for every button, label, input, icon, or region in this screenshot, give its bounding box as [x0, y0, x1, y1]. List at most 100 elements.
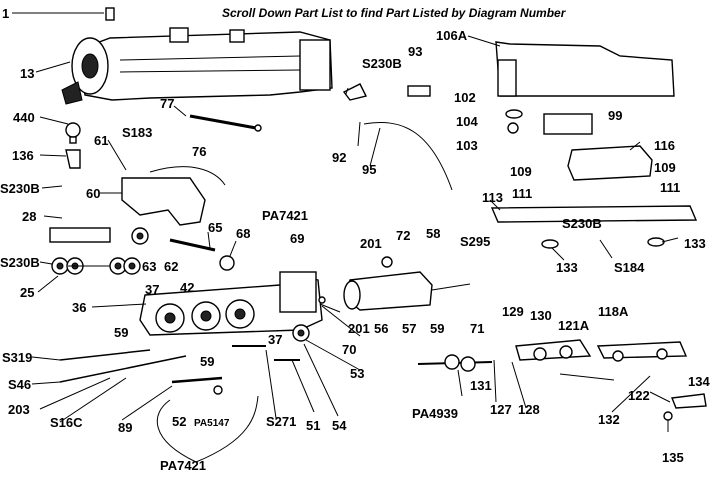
- label-89: 89: [118, 420, 132, 435]
- label-104: 104: [456, 114, 478, 129]
- label-109-1: 109: [510, 164, 532, 179]
- label-135: 135: [662, 450, 684, 465]
- label-s230b-2: S230B: [0, 255, 40, 270]
- part-89-link: [171, 376, 223, 384]
- part-121a-truck: [515, 339, 592, 361]
- label-106a: 106A: [436, 28, 468, 43]
- label-113: 113: [482, 190, 503, 205]
- part-106a-tender-shell: [495, 41, 675, 97]
- label-62: 62: [164, 259, 178, 274]
- label-111-1: 111: [512, 186, 532, 201]
- label-68: 68: [236, 226, 250, 241]
- part-92-plate: [342, 83, 368, 101]
- part-25-wheels: [51, 257, 141, 275]
- label-52: 52: [172, 414, 186, 429]
- label-59-1: 59: [114, 325, 128, 340]
- label-37-1: 37: [145, 282, 159, 297]
- label-134: 134: [688, 374, 710, 389]
- label-s295: S295: [460, 234, 490, 249]
- part-28-assembly: [49, 227, 111, 243]
- part-118a-truck: [596, 341, 688, 362]
- label-s319: S319: [2, 350, 32, 365]
- label-99: 99: [608, 108, 622, 123]
- label-127: 127: [490, 402, 512, 417]
- label-131: 131: [470, 378, 492, 393]
- label-118a: 118A: [598, 304, 629, 319]
- label-132: 132: [598, 412, 620, 427]
- label-72: 72: [396, 228, 410, 243]
- label-63: 63: [142, 259, 156, 274]
- part-56-motor: [343, 271, 471, 311]
- label-93: 93: [408, 44, 422, 59]
- label-25: 25: [20, 285, 34, 300]
- label-201-2: 201: [360, 236, 382, 251]
- label-s230b-3: S230B: [362, 56, 402, 71]
- label-133-1: 133: [556, 260, 578, 275]
- part-36-chassis: [139, 271, 323, 336]
- part-134-coupler: [671, 393, 707, 409]
- part-93-contact: [407, 85, 431, 97]
- label-203: 203: [8, 402, 30, 417]
- label-s46: S46: [8, 377, 31, 392]
- part-68-disc: [219, 255, 235, 271]
- label-65: 65: [208, 220, 222, 235]
- part-60-smoke-unit: [121, 177, 206, 226]
- label-28: 28: [22, 209, 36, 224]
- label-42: 42: [180, 280, 194, 295]
- label-s271: S271: [266, 414, 296, 429]
- label-60: 60: [86, 186, 100, 201]
- label-130: 130: [530, 308, 552, 323]
- label-s183: S183: [122, 125, 152, 140]
- label-51: 51: [306, 418, 320, 433]
- label-61: 61: [94, 133, 108, 148]
- part-labels: 1 13 440 136 S230B 28 S230B 25 61 S183 7…: [0, 6, 710, 473]
- part-131-wheelset: [417, 354, 493, 372]
- label-122: 122: [628, 388, 650, 403]
- label-77: 77: [160, 96, 174, 111]
- label-56: 56: [374, 321, 388, 336]
- label-201-1: 201: [348, 321, 370, 336]
- scroll-instruction: Scroll Down Part List to find Part Liste…: [222, 6, 566, 20]
- label-pa5147: PA5147: [194, 418, 230, 429]
- label-pa7421-2: PA7421: [160, 458, 206, 473]
- label-59-2: 59: [200, 354, 214, 369]
- part-102-bracket: [505, 109, 523, 119]
- label-s230b-1: S230B: [0, 181, 40, 196]
- label-136: 136: [12, 148, 34, 163]
- label-70: 70: [342, 342, 356, 357]
- part-133-washer: [541, 239, 559, 249]
- label-59-3: 59: [430, 321, 444, 336]
- label-37-2: 37: [268, 332, 282, 347]
- part-440-bulb: [65, 122, 81, 138]
- label-133-2: 133: [684, 236, 706, 251]
- part-113-frame: [490, 205, 698, 223]
- label-109-2: 109: [654, 160, 676, 175]
- label-36: 36: [72, 300, 86, 315]
- label-121a: 121A: [558, 318, 590, 333]
- label-92: 92: [332, 150, 346, 165]
- label-s184: S184: [614, 260, 645, 275]
- label-111-2: 111: [660, 180, 680, 195]
- label-pa7421-1: PA7421: [262, 208, 308, 223]
- label-s16c: S16C: [50, 415, 83, 430]
- part-1-cap: [105, 7, 115, 21]
- part-201-washer: [381, 256, 393, 268]
- label-69: 69: [290, 231, 304, 246]
- label-76: 76: [192, 144, 206, 159]
- part-136-bracket: [65, 149, 81, 169]
- label-95: 95: [362, 162, 376, 177]
- label-1: 1: [2, 6, 9, 21]
- part-13-boiler: [61, 27, 333, 105]
- part-65-shaft: [169, 238, 216, 252]
- label-58: 58: [426, 226, 440, 241]
- label-54: 54: [332, 418, 347, 433]
- label-116: 116: [654, 138, 675, 153]
- label-pa4939: PA4939: [412, 406, 458, 421]
- leader-lines: [12, 12, 679, 463]
- label-440: 440: [13, 110, 35, 125]
- label-128: 128: [518, 402, 540, 417]
- label-129: 129: [502, 304, 524, 319]
- part-99-unit: [543, 113, 593, 135]
